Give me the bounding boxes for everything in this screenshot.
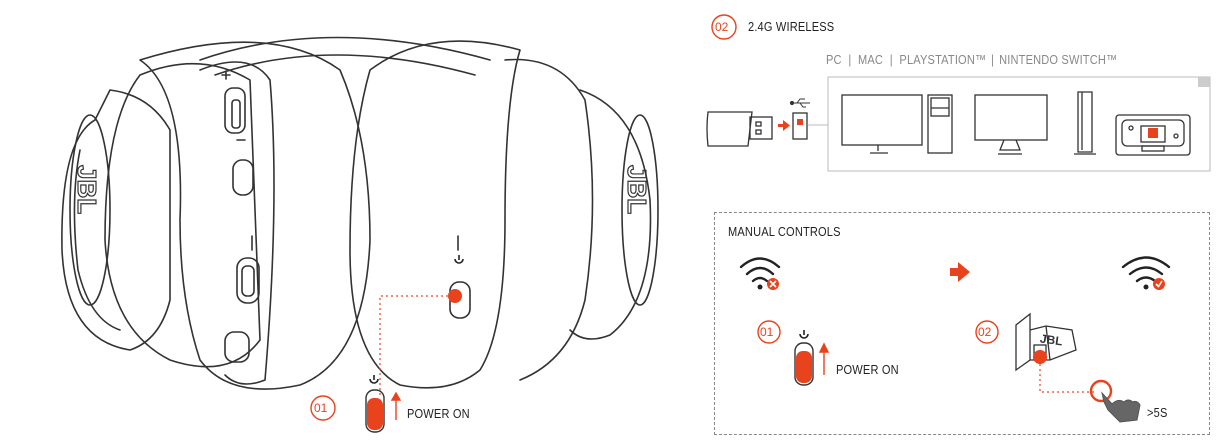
headset-logo-left: JBL: [72, 165, 102, 214]
manual-title: MANUAL CONTROLS: [728, 224, 841, 239]
manual-step1-number: 01: [760, 325, 774, 339]
platform-mac: MAC: [858, 52, 884, 67]
press-target: [1089, 379, 1113, 403]
power-switch-highlight: [448, 289, 462, 303]
arrow-right-icon: [950, 262, 970, 282]
step1-label: POWER ON: [407, 406, 470, 421]
usb-dongle-icon: [706, 111, 773, 147]
wifi-on-icon: [1121, 256, 1171, 283]
manual-step1-badge: [757, 320, 781, 344]
power-icon: [799, 330, 809, 339]
platform-playstation: PLAYSTATION™: [899, 52, 987, 67]
platform-switch: NINTENDO SWITCH™: [999, 52, 1118, 67]
monitor-icon: [841, 94, 923, 154]
pc-tower-icon: [927, 94, 953, 154]
headset-logo-right: JBL: [622, 165, 652, 214]
nintendo-switch-icon: [1115, 114, 1191, 156]
manual-step1-label: POWER ON: [836, 362, 899, 377]
step1-number: 01: [314, 401, 328, 415]
imac-icon: [974, 94, 1048, 155]
platform-labels: PC | MAC | PLAYSTATION™ | NINTENDO SWITC…: [826, 52, 1118, 67]
usb-port: [792, 112, 808, 140]
arrow-right-icon: [778, 120, 790, 131]
usb-icon: [789, 98, 810, 108]
hand-press-icon: [1101, 391, 1141, 423]
manual-controls-panel: [714, 212, 1210, 435]
headset-illustration: JBL JBL: [61, 36, 659, 395]
power-slider: [796, 351, 812, 383]
section2-title: 2.4G WIRELESS: [748, 19, 835, 34]
manual-step2-badge: [975, 320, 999, 344]
usb-dongle-icon: [1015, 312, 1077, 372]
section2-number: 02: [715, 20, 729, 34]
dongle-brand: JBL: [1039, 331, 1064, 349]
hold-duration-label: >5S: [1147, 405, 1168, 420]
manual-step2-number: 02: [978, 325, 992, 339]
platform-pc: PC: [826, 52, 842, 67]
arrow-up-icon: [818, 342, 830, 375]
power-icon: [454, 255, 464, 264]
wifi-off-icon: [739, 257, 781, 283]
playstation-icon: [1074, 91, 1096, 155]
